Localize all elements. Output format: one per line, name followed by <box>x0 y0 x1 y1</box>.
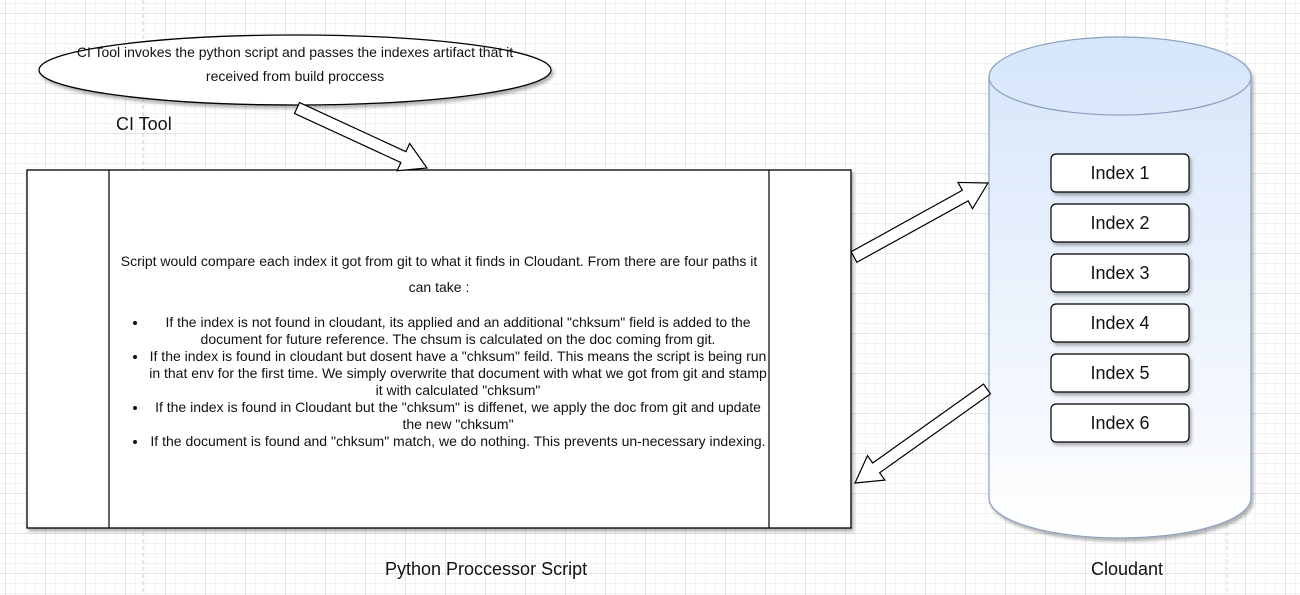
index-label: Index 4 <box>1090 313 1150 333</box>
path-item: If the index is found in cloudant but do… <box>148 348 768 399</box>
path-item: If the index is found in Cloudant but th… <box>148 399 768 433</box>
path-item: If the document is found and "chksum" ma… <box>148 433 768 450</box>
index-box[interactable] <box>1050 353 1190 393</box>
index-box[interactable] <box>1050 203 1190 243</box>
ci-tool-label: CI Tool <box>116 114 172 134</box>
index-label: Index 6 <box>1090 413 1150 433</box>
cloudant-to-script-arrow[interactable] <box>854 383 992 484</box>
script-to-cloudant-arrow[interactable] <box>850 181 990 264</box>
index-box[interactable] <box>1050 153 1190 193</box>
bubble-line: CI Tool invokes the python script and pa… <box>76 44 514 60</box>
index-box[interactable] <box>1050 253 1190 293</box>
script-description: Script would compare each index it got f… <box>110 171 768 527</box>
script-intro: Script would compare each index it got f… <box>120 253 758 295</box>
cloudant-caption: Cloudant <box>1091 559 1164 579</box>
ci-tool-bubble[interactable] <box>38 34 552 106</box>
index-label: Index 1 <box>1090 163 1150 183</box>
index-label: Index 5 <box>1090 363 1150 383</box>
ci-to-script-arrow[interactable] <box>293 101 429 172</box>
index-label: Index 2 <box>1090 213 1150 233</box>
python-script-process-box[interactable] <box>26 169 852 529</box>
bubble-line: received from build proccess <box>205 68 385 84</box>
path-list: If the index is not found in cloudant, i… <box>110 314 768 450</box>
ci-tool-bubble-text: CI Tool invokes the python script and pa… <box>60 40 530 88</box>
index-label: Index 3 <box>1090 263 1150 283</box>
python-script-caption: Python Proccessor Script <box>385 559 588 579</box>
index-box[interactable] <box>1050 403 1190 443</box>
path-item: If the index is not found in cloudant, i… <box>148 314 768 348</box>
index-box[interactable] <box>1050 303 1190 343</box>
